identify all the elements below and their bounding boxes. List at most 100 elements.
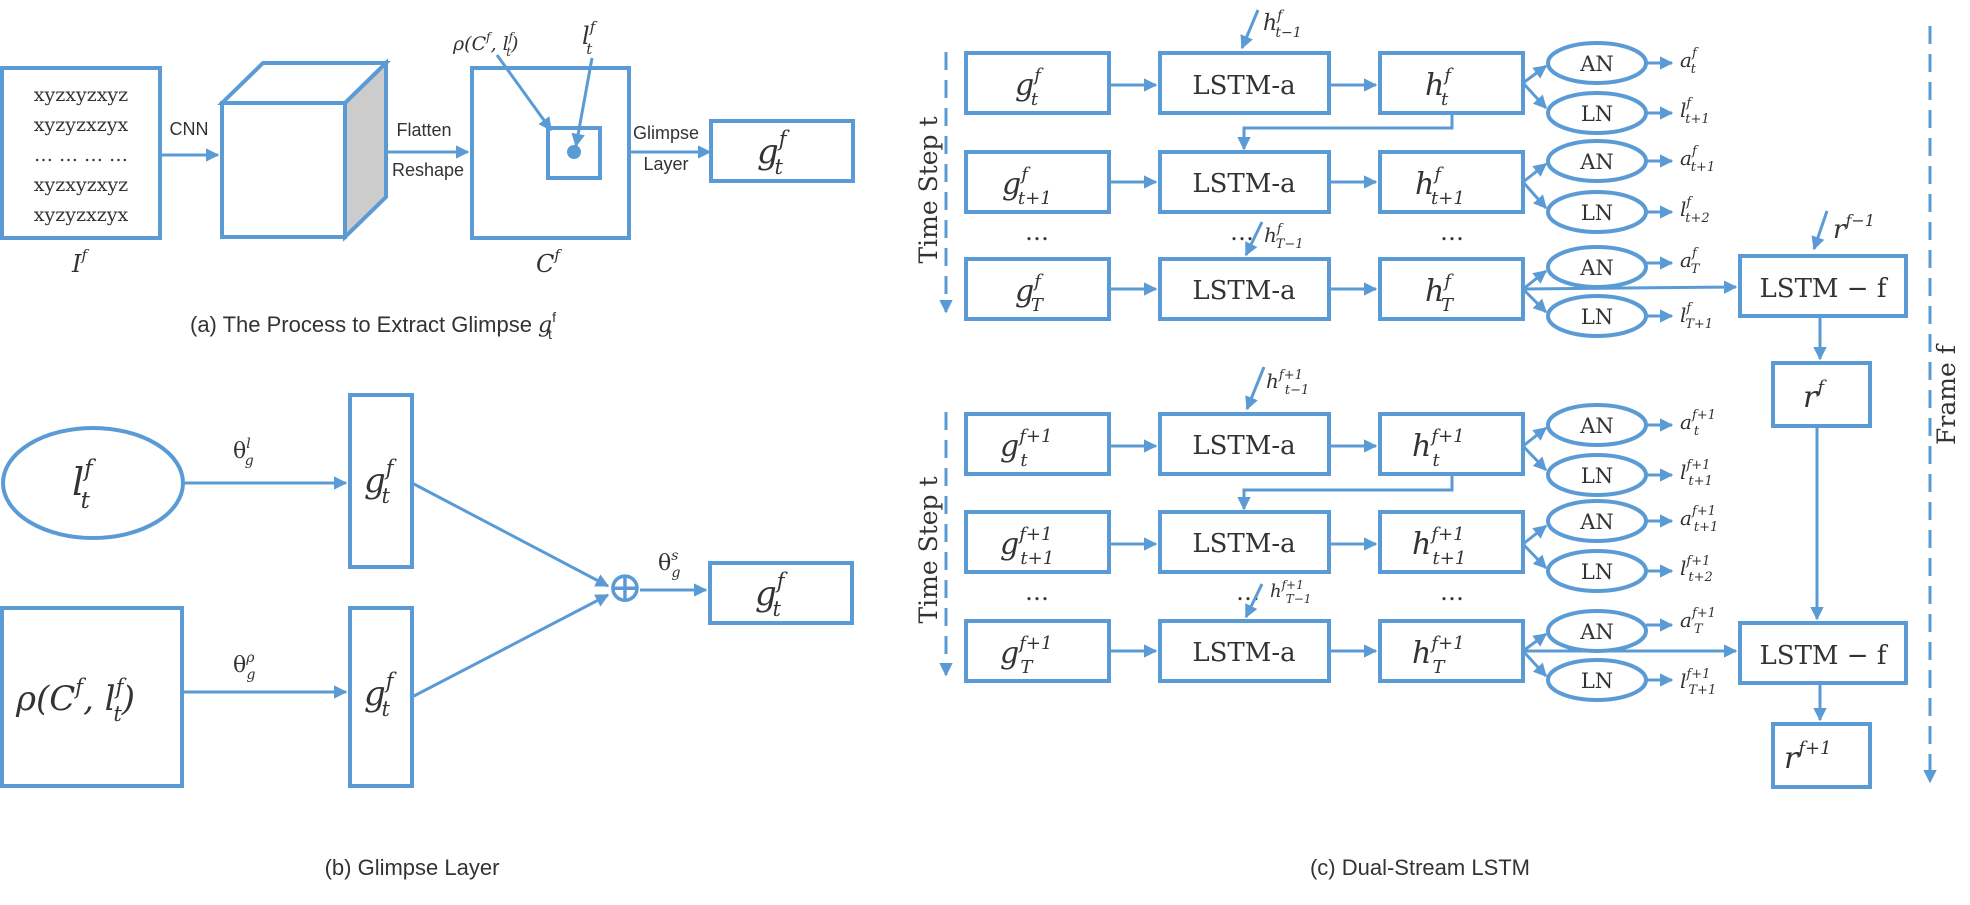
h-to-ln-arrow [1521,649,1548,678]
an-label: AN [1579,620,1614,644]
ln-label: LN [1581,560,1613,584]
h-box [1378,51,1525,115]
image-text-line-5: xyzyzxzyx [34,204,129,226]
frame-label: Frame f [1932,343,1961,445]
g-box [964,510,1111,574]
h-to-an-arrow [1522,269,1548,291]
ln-label: LN [1581,305,1613,329]
ellipsis-g-f1: … [1025,578,1049,606]
lstm-a-label: LSTM-a [1192,431,1295,461]
r-box-f [1771,361,1872,428]
flatten-label: Flatten [396,120,451,140]
glimpse-layer-label-2: Layer [643,154,688,174]
lstm-a-box [1158,510,1331,574]
r-box-f1 [1771,722,1872,789]
h-prev-arrow-stream-f1 [1245,366,1266,411]
h-to-ln-arrow [1521,287,1548,314]
lstm-f-box-1 [1738,254,1908,318]
h-to-an-arrow [1522,426,1548,448]
h-to-an-arrow [1522,64,1548,85]
ellipsis-lstm: … [1230,218,1254,246]
g-rho-to-sum-arrow [411,593,610,699]
h-to-an-arrow [1522,524,1548,546]
an-label: AN [1579,414,1614,438]
lstm-a-label: LSTM-a [1192,638,1295,668]
h-to-ln-arrow [1521,444,1548,472]
image-text-line-3: … … … … [34,144,128,166]
glimpse-output-box [709,119,855,183]
h-box [1378,150,1525,214]
g-box [964,412,1111,476]
ellipsis-g: … [1025,218,1049,246]
input-frame-box [0,66,162,240]
glimpse-location-dot [567,145,581,159]
ellipsis-h: … [1440,218,1464,246]
an-ellipse [1546,609,1648,653]
cnn-label: CNN [170,119,209,139]
lstm-f-label-1: LSTM − f [1760,274,1889,304]
g-box [964,51,1111,115]
panel-c-caption: (c) Dual-Stream LSTM [1310,855,1530,880]
h-to-an-arrow [1522,162,1548,184]
an-label: AN [1579,150,1614,174]
h-to-an-arrow [1522,632,1548,653]
an-ellipse [1546,245,1648,289]
an-label: AN [1579,510,1614,534]
h-to-ln-arrow [1521,181,1548,210]
h-prev-arrow-stream-f [1240,9,1260,50]
lstm-a-label: LSTM-a [1192,71,1295,101]
l-pointer-arrow [571,57,594,148]
lstm-a-label: LSTM-a [1192,276,1295,306]
image-label: If [71,246,89,278]
h-to-lstm-f-arrow [1522,280,1738,294]
timestep-label-2: Time Step t [914,476,943,623]
lstm-a-box [1158,51,1331,115]
glimpse-vector-box [708,561,854,625]
panel-b-caption: (b) Glimpse Layer [325,855,500,880]
lstm-a-label: LSTM-a [1192,529,1295,559]
lstm-a-label: LSTM-a [1192,169,1295,199]
ln-label: LN [1581,201,1613,225]
image-text-line-2: xyzyzxzyx [34,114,129,136]
ln-label: LN [1581,464,1613,488]
r-prev-arrow [1811,210,1829,251]
ln-label: LN [1581,102,1613,126]
h-mid-arrow-stream-f [1244,221,1264,257]
